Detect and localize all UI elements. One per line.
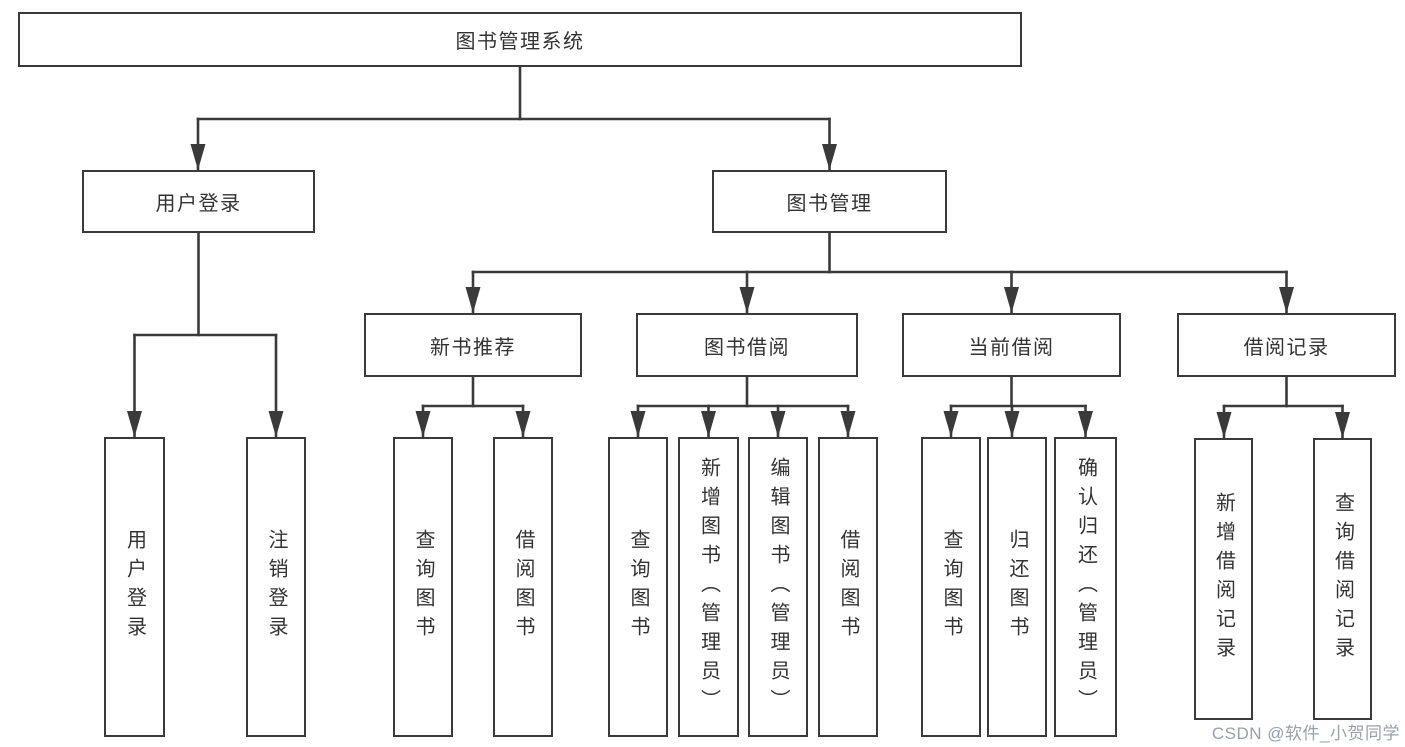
node-borrowing-records: 借阅记录	[1177, 313, 1396, 377]
leaf-add-borrow-record: 新增借阅记录	[1194, 438, 1253, 720]
leaf-query-borrow-record: 查询借阅记录	[1313, 438, 1372, 720]
leaf-user-login: 用户登录	[104, 437, 165, 737]
node-book-management: 图书管理	[712, 170, 947, 233]
leaf-logout: 注销登录	[246, 437, 306, 737]
node-library-system: 图书管理系统	[18, 12, 1022, 67]
leaf-return-books: 归还图书	[987, 437, 1047, 737]
node-new-book-recommend: 新书推荐	[364, 313, 582, 377]
leaf-query-books-borrowing: 查询图书	[608, 437, 668, 737]
leaf-query-books-recommend: 查询图书	[393, 437, 453, 737]
leaf-add-book-admin: 新增图书（管理员）	[678, 437, 739, 737]
node-user-login: 用户登录	[82, 170, 315, 233]
node-current-borrowing: 当前借阅	[902, 313, 1121, 377]
leaf-edit-book-admin: 编辑图书（管理员）	[748, 437, 808, 737]
leaf-borrow-books-recommend: 借阅图书	[493, 437, 553, 737]
leaf-borrow-books-borrowing: 借阅图书	[818, 437, 878, 737]
leaf-query-books-current: 查询图书	[921, 437, 981, 737]
leaf-confirm-return-admin: 确认归还（管理员）	[1054, 437, 1117, 737]
watermark: CSDN @软件_小贺同学	[1211, 724, 1400, 743]
node-book-borrowing: 图书借阅	[636, 313, 858, 377]
